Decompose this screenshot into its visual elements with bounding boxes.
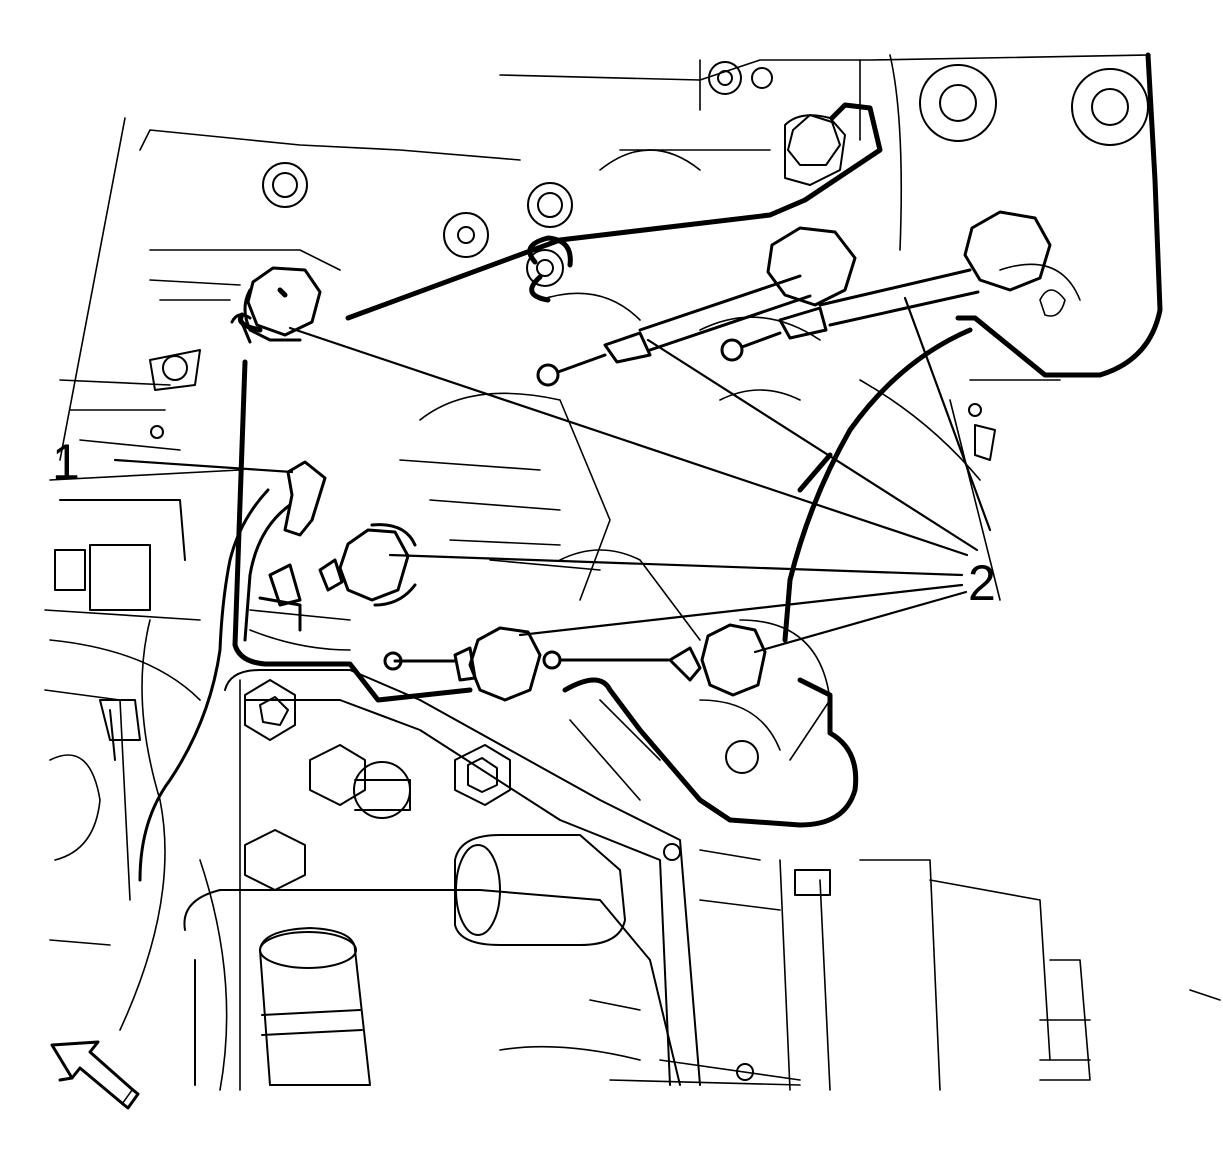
front-view-arrow-icon [50, 1040, 140, 1110]
engine-mount-bracket [232, 52, 1163, 828]
leader-line-2d [388, 553, 964, 577]
leader-line-2c [903, 296, 992, 532]
leader-line-2a [288, 326, 969, 557]
background-bolts [54, 61, 1149, 1086]
leader-line-2e [518, 583, 964, 637]
lower-housing [183, 669, 701, 1086]
engine-background [44, 54, 1221, 1091]
callout-label-1: 1 [52, 434, 80, 490]
leader-line-2f [753, 590, 968, 654]
bolt-set-2 [230, 210, 1052, 702]
leader-line-1 [113, 458, 294, 474]
hose-clip-1 [138, 460, 327, 882]
callout-label-2: 2 [968, 555, 996, 611]
leader-lines [113, 296, 992, 654]
leader-line-2b [646, 338, 979, 552]
